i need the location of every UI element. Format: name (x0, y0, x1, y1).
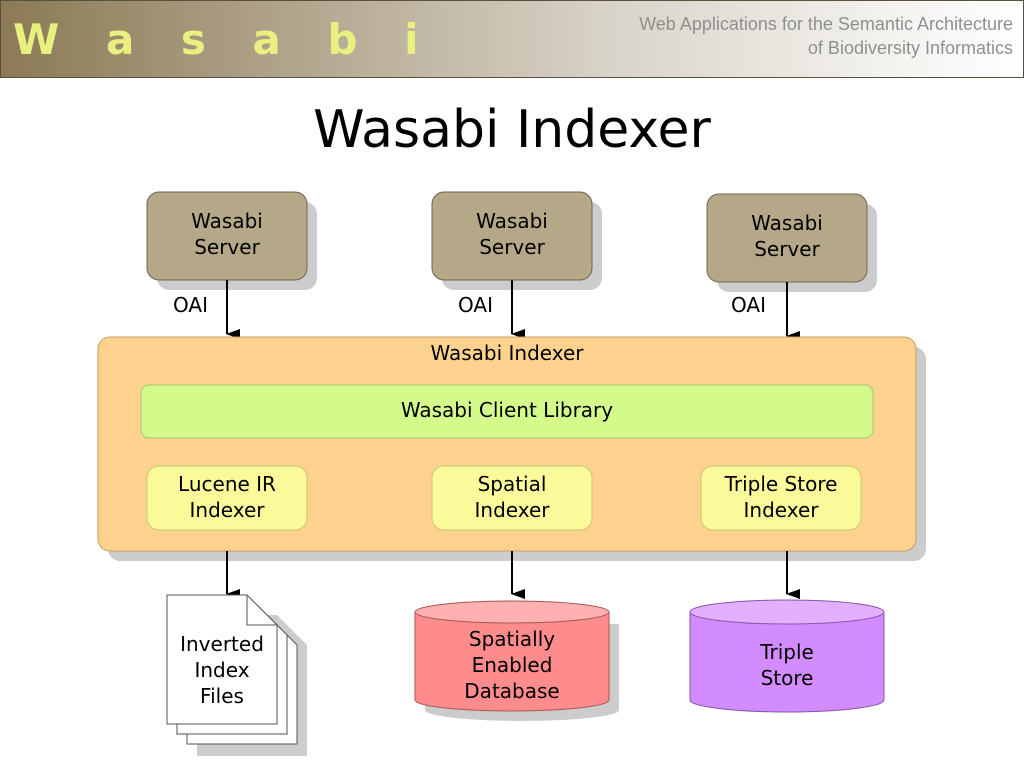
client-library-label: Wasabi Client Library (401, 398, 613, 422)
component-label-line-2: Indexer (744, 498, 820, 522)
server-node-2: Wasabi Server (431, 191, 602, 290)
spatial-database-cylinder: Spatially Enabled Database (414, 600, 619, 721)
tagline-line-1: Web Applications for the Semantic Archit… (639, 14, 1013, 34)
triple-store-indexer-box: Triple Store Indexer (700, 465, 862, 531)
spatial-indexer-box: Spatial Indexer (431, 465, 593, 531)
oai-label-1: OAI (173, 293, 208, 317)
oai-label-3: OAI (731, 293, 766, 317)
component-label-line-1: Triple Store (724, 472, 838, 496)
lucene-indexer-box: Lucene IR Indexer (146, 465, 308, 531)
files-label-line-3: Files (200, 684, 244, 708)
server-node-3: Wasabi Server (706, 193, 877, 292)
component-label-line-2: Indexer (190, 498, 266, 522)
tagline: Web Applications for the Semantic Archit… (639, 12, 1013, 60)
oai-label-2: OAI (458, 293, 493, 317)
server-label-line-1: Wasabi (191, 209, 263, 233)
client-library-box: Wasabi Client Library (140, 384, 874, 439)
page-title: Wasabi Indexer (313, 100, 711, 160)
server-node-1: Wasabi Server (146, 191, 317, 290)
component-label-line-1: Lucene IR (178, 472, 276, 496)
server-label-line-2: Server (754, 237, 820, 261)
server-label-line-2: Server (194, 235, 260, 259)
component-label-line-1: Spatial (478, 472, 547, 496)
triple-store-label-line-2: Store (761, 666, 814, 690)
files-label-line-2: Index (194, 658, 249, 682)
header-banner: W a s a b i Web Applications for the Sem… (0, 0, 1024, 78)
server-label-line-1: Wasabi (751, 211, 823, 235)
component-label-line-2: Indexer (475, 498, 551, 522)
wasabi-logo: W a s a b i (13, 15, 435, 64)
server-label-line-2: Server (479, 235, 545, 259)
files-label-line-1: Inverted (180, 632, 264, 656)
server-label-line-1: Wasabi (476, 209, 548, 233)
index-files-stack: Inverted Index Files (166, 594, 307, 756)
database-label-line-3: Database (464, 679, 559, 703)
indexer-label: Wasabi Indexer (430, 341, 584, 365)
triple-store-cylinder: Triple Store (689, 599, 885, 713)
triple-store-label-line-1: Triple (759, 640, 814, 664)
database-label-line-2: Enabled (472, 653, 553, 677)
database-label-line-1: Spatially (469, 627, 555, 651)
tagline-line-2: of Biodiversity Informatics (807, 38, 1013, 58)
